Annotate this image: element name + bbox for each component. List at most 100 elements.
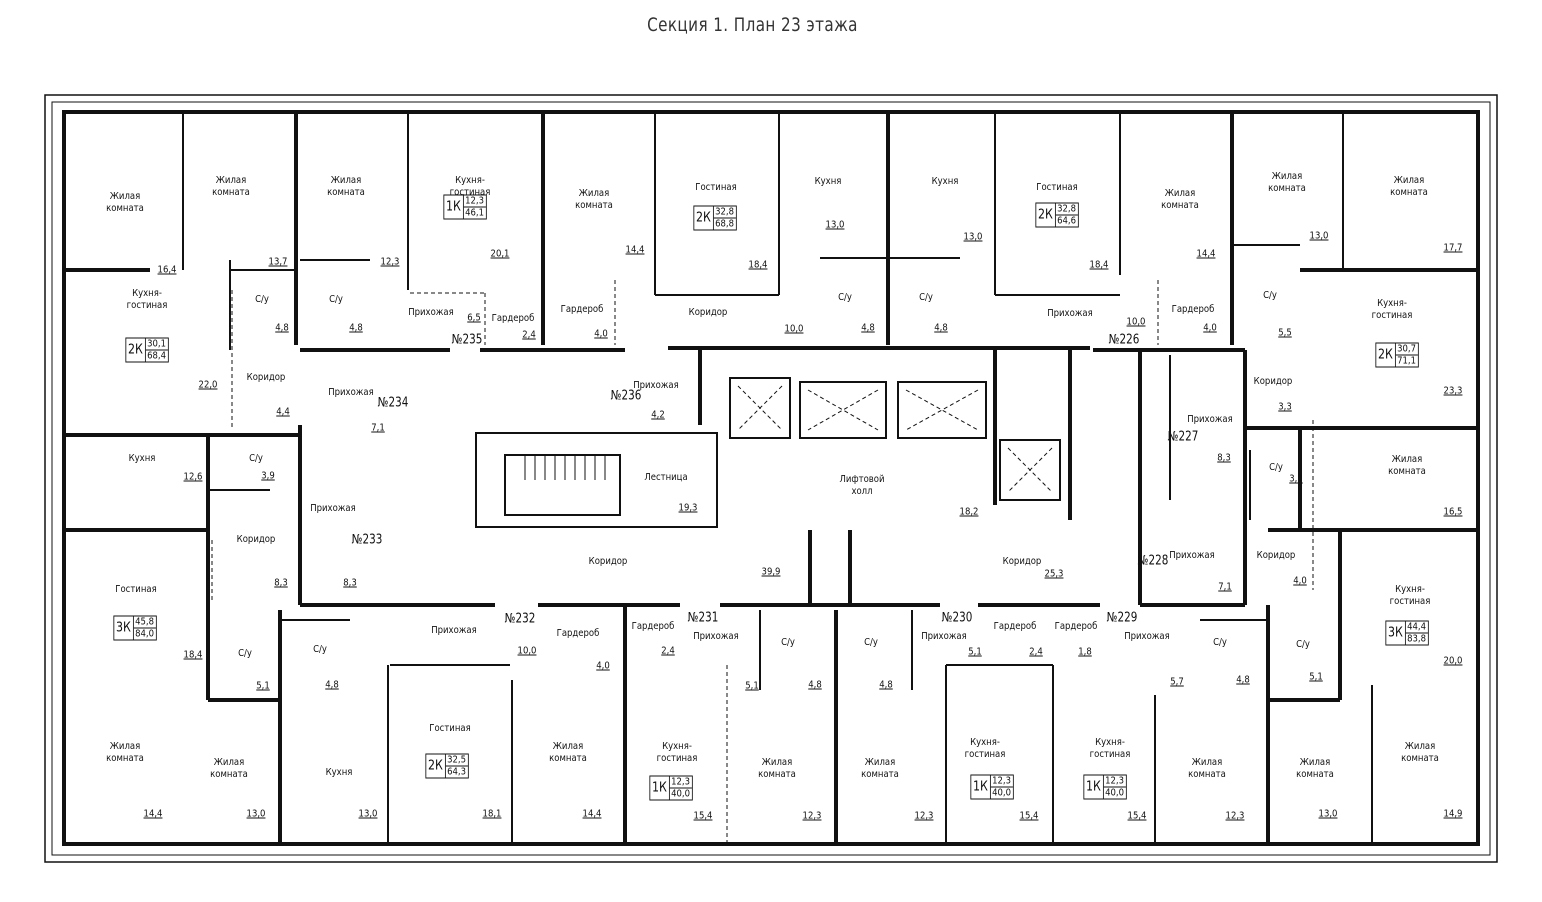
room-area: 16,4 (157, 264, 177, 276)
room-name: Коридор (246, 372, 286, 383)
room-area: 5,1 (968, 646, 982, 658)
room-name: С/у (1269, 462, 1283, 473)
room-name: Прихожая (693, 631, 739, 642)
room-name: Жилая комната (1390, 175, 1428, 198)
living-area: 12,3 (1103, 775, 1126, 788)
room-area: 12,3 (1225, 810, 1245, 822)
room-name: Прихожая (408, 307, 454, 318)
total-area: 68,8 (715, 218, 735, 230)
apartment-number: №230 (941, 610, 973, 626)
room-area: 5,5 (1278, 327, 1292, 339)
room-name: Жилая комната (1388, 454, 1426, 477)
elevator-shaft (729, 377, 791, 439)
room-area: 18,1 (482, 808, 502, 820)
room-name: Жилая комната (210, 757, 248, 780)
room-area: 13,0 (825, 219, 845, 231)
apartment-type: 2К (1036, 203, 1056, 227)
room-name: Жилая комната (106, 741, 144, 764)
room-area: 15,4 (693, 810, 713, 822)
apartment-number: №232 (504, 611, 536, 627)
room-area: 14,4 (625, 244, 645, 256)
room-area: 10,0 (784, 323, 804, 335)
room-name: Кухня- гостиная (1389, 584, 1431, 607)
room-name: Жилая комната (1401, 741, 1439, 764)
room-area: 13,7 (268, 256, 288, 268)
room-name: Коридор (588, 556, 628, 567)
room-name: С/у (238, 648, 252, 659)
room-name: Жилая комната (758, 757, 796, 780)
room-name: Прихожая (328, 387, 374, 398)
living-area: 45,8 (133, 616, 156, 629)
room-name: Коридор (688, 307, 728, 318)
room-name: Коридор (236, 534, 276, 545)
room-name: Кухня- гостиная (656, 741, 698, 764)
room-area: 20,1 (490, 248, 510, 260)
room-name: Гостиная (429, 723, 471, 734)
room-area: 13,0 (1318, 808, 1338, 820)
outer-facade (44, 94, 1498, 863)
room-name: Кухня (814, 176, 842, 187)
elevator-cross (807, 389, 879, 431)
room-name: С/у (329, 294, 343, 305)
apartment-number: №235 (451, 332, 483, 348)
room-area: 13,0 (358, 808, 378, 820)
total-area: 64,3 (447, 766, 467, 778)
room-area: 15,4 (1127, 810, 1147, 822)
living-area: 12,3 (669, 776, 692, 789)
room-area: 6,5 (467, 312, 481, 324)
room-area: 15,4 (1019, 810, 1039, 822)
apartment-type: 2К (1376, 343, 1396, 367)
room-name: С/у (313, 644, 327, 655)
room-area: 4,8 (325, 679, 339, 691)
room-name: С/у (864, 637, 878, 648)
room-area: 4,8 (808, 679, 822, 691)
room-area: 3,2 (1289, 473, 1303, 485)
apartment-number: №233 (351, 532, 383, 548)
room-name: Кухня- гостиная (126, 288, 168, 311)
room-name: Гардероб (556, 628, 600, 639)
room-name: Кухня- гостиная (449, 175, 491, 198)
room-area: 18,4 (183, 649, 203, 661)
room-name: Гардероб (1054, 621, 1098, 632)
room-area: 4,0 (596, 660, 610, 672)
total-area: 40,0 (1105, 787, 1125, 799)
elevator-shaft (999, 439, 1061, 501)
room-name: Кухня (128, 453, 156, 464)
living-area: 32,8 (1055, 203, 1078, 216)
room-name: Жилая комната (549, 741, 587, 764)
room-name: Прихожая (633, 380, 679, 391)
apartment-number: №227 (1167, 429, 1199, 445)
room-name: Прихожая (310, 503, 356, 514)
room-area: 22,0 (198, 379, 218, 391)
elevator-cross (737, 385, 783, 431)
room-area: 4,8 (934, 322, 948, 334)
room-area: 14,4 (143, 808, 163, 820)
living-area: 30,1 (145, 338, 168, 351)
room-name: Кухня- гостиная (1089, 737, 1131, 760)
room-name: Гардероб (993, 621, 1037, 632)
room-name: Коридор (1256, 550, 1296, 561)
room-name: Жилая комната (327, 175, 365, 198)
room-name: Гардероб (631, 621, 675, 632)
room-name: Кухня (931, 176, 959, 187)
room-area: 18,4 (1089, 259, 1109, 271)
room-name: С/у (255, 294, 269, 305)
stairwell (475, 432, 718, 528)
plan-title: Секция 1. План 23 этажа (647, 14, 858, 36)
room-name: С/у (838, 292, 852, 303)
